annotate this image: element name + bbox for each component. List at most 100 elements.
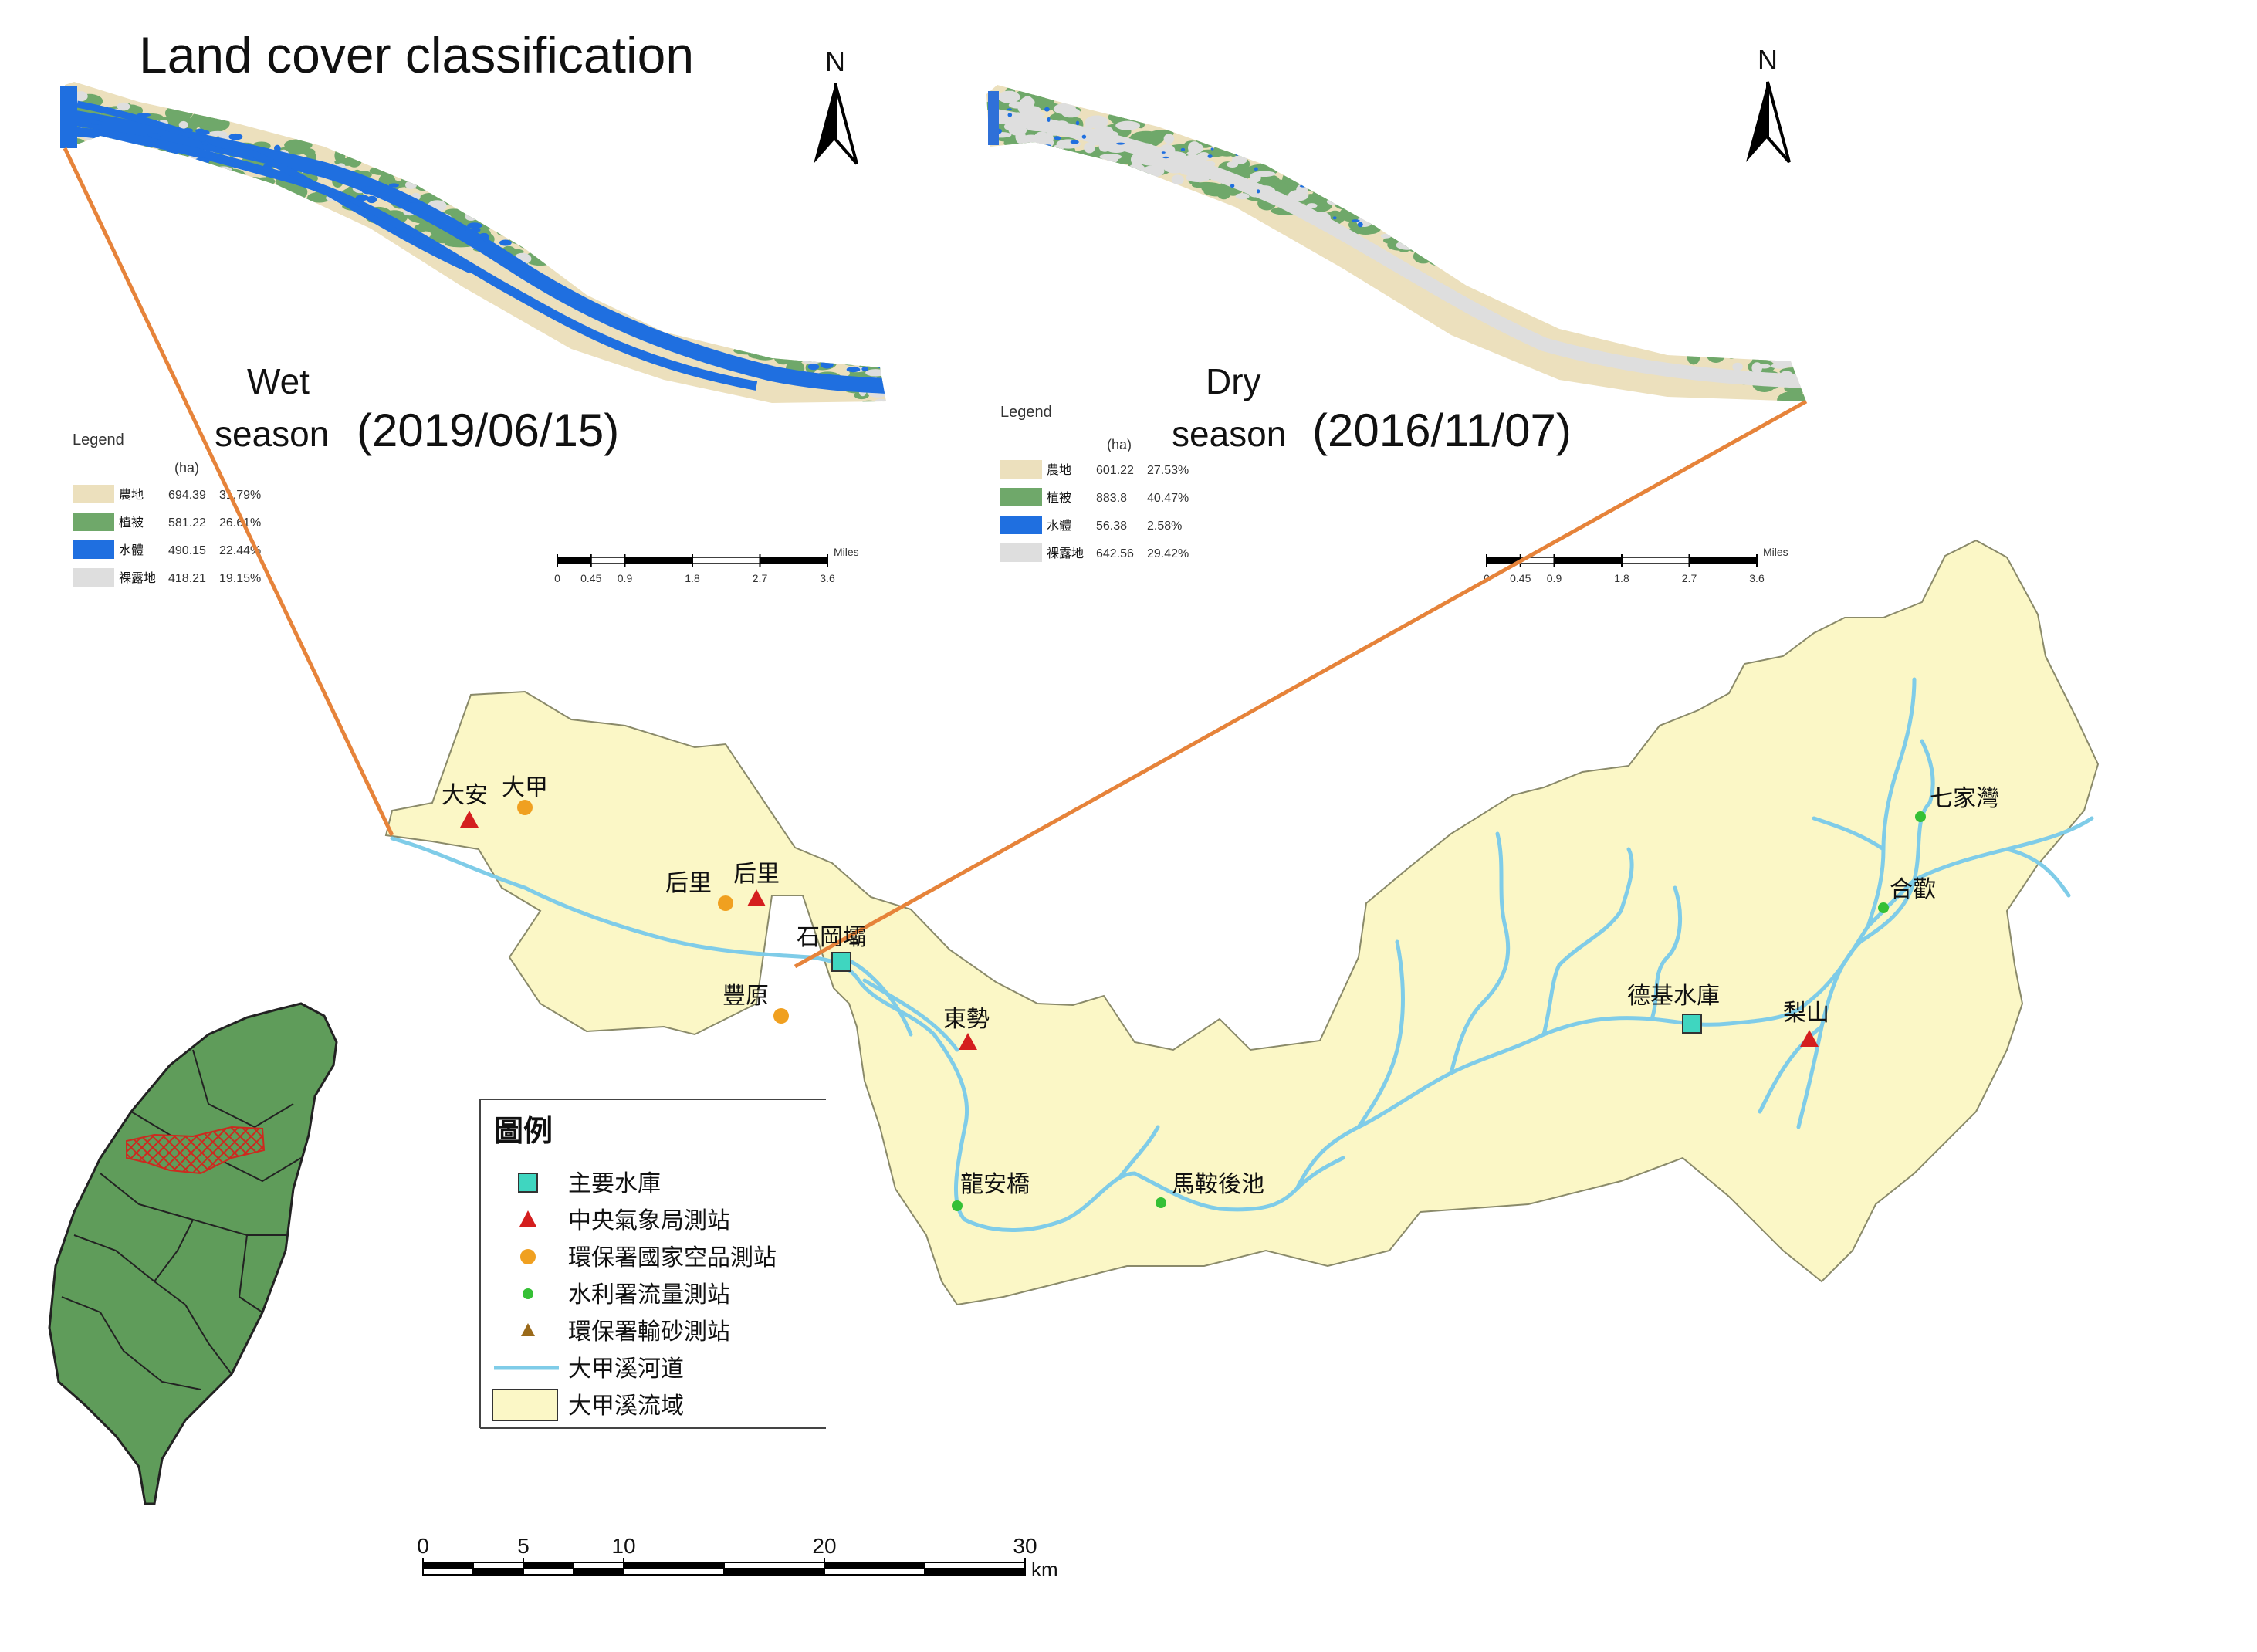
wet-vegetation-patch [796, 328, 829, 344]
dry-vegetation-patch [1242, 147, 1255, 154]
wet-bare-patch [854, 355, 870, 362]
dry-vegetation-patch [1348, 185, 1379, 200]
dry-bare-patch [1306, 203, 1318, 208]
dry-vegetation-patch [1311, 187, 1342, 204]
wet-vegetation-patch [246, 177, 265, 188]
wet-water-patch [534, 243, 541, 249]
dry-vegetation-patch [1433, 207, 1447, 222]
dry-vegetation-patch [1393, 201, 1422, 209]
dajia-basin-area [384, 539, 2100, 1306]
dry-vegetation-patch [1654, 303, 1683, 317]
epa-station-dajia [517, 800, 533, 815]
dry-vegetation-patch [1031, 146, 1041, 154]
dry-vegetation-patch [1522, 239, 1550, 250]
wet-water-patch [228, 133, 243, 140]
wet-bare-patch [723, 304, 734, 317]
wet-vegetation-patch [584, 263, 598, 279]
wet-water-patch [113, 130, 120, 137]
wet-water-patch [741, 308, 757, 317]
dry-bare-patch [1249, 172, 1261, 183]
wet-vegetation-patch [715, 316, 727, 331]
dry-vegetation-patch [1487, 278, 1518, 289]
wet-vegetation-patch [709, 289, 723, 295]
dry-vegetation-patch [1630, 308, 1661, 325]
wet-bare-patch [117, 102, 130, 111]
dry-legend-value: 601.22 [1096, 464, 1134, 477]
wet-vegetation-patch [528, 220, 555, 238]
dry-legend-label: 裸露地 [1047, 546, 1084, 560]
wet-vegetation-patch [788, 340, 807, 347]
dry-vegetation-patch [1370, 221, 1396, 230]
miles-tick-label: 0 [554, 572, 560, 584]
dry-water-patch [1332, 216, 1337, 220]
dry-water-patch [1180, 147, 1186, 151]
dry-water-patch [1691, 321, 1700, 326]
dry-legend-value: 642.56 [1096, 547, 1134, 560]
wet-legend-value: 581.22 [168, 516, 206, 530]
wet-water-patch [682, 291, 694, 297]
wet-vegetation-patch [609, 283, 642, 293]
km-tick-label: 5 [517, 1534, 530, 1558]
wet-vegetation-patch [744, 323, 755, 337]
dry-water-patch [1429, 215, 1434, 218]
dry-vegetation-patch [1237, 148, 1264, 157]
wet-water-patch [509, 214, 518, 221]
wet-water-patch [408, 198, 418, 203]
wet-vegetation-patch [570, 239, 599, 254]
wet-water-patch [201, 140, 210, 146]
legend-item-label: 大甲溪河道 [568, 1356, 684, 1383]
dry-vegetation-patch [1568, 279, 1579, 295]
dry-vegetation-patch [1634, 319, 1656, 330]
dry-season-word1: Dry [1206, 361, 1261, 401]
wet-water-patch [355, 195, 369, 201]
dry-water-patch [1650, 320, 1656, 323]
dry-vegetation-patch [1414, 215, 1443, 232]
wet-vegetation-patch [495, 218, 508, 236]
dry-water-patch [1081, 134, 1087, 139]
km-tick-label: 0 [417, 1534, 429, 1558]
wet-vegetation-patch [589, 254, 618, 269]
wet-vegetation-patch [706, 281, 728, 291]
dry-vegetation-patch [1558, 276, 1572, 284]
dry-vegetation-patch [1471, 248, 1498, 259]
dry-bare-patch [1648, 303, 1664, 310]
dry-bare-patch [1485, 268, 1507, 278]
dry-vegetation-patch [1647, 304, 1672, 320]
miles-tick-label: 1.8 [1614, 572, 1629, 584]
dry-vegetation-patch [1396, 196, 1408, 206]
dry-bare-patch [1706, 325, 1716, 337]
dry-bare-patch [1569, 273, 1592, 285]
dry-legend-swatch [1000, 543, 1042, 562]
dry-vegetation-patch [1734, 326, 1760, 336]
dry-vegetation-patch [1433, 207, 1467, 216]
epa-station-fengyuan [773, 1008, 789, 1024]
dry-vegetation-patch [1399, 208, 1419, 220]
wet-water-patch [590, 245, 599, 253]
dry-vegetation-patch [1706, 345, 1726, 363]
flow-station-qijiawan [1915, 811, 1926, 822]
wet-legend-value: 490.15 [168, 544, 206, 557]
wet-vegetation-patch [655, 285, 689, 302]
dry-vegetation-patch [1484, 250, 1513, 263]
label-houli-cwb: 后里 [733, 861, 780, 888]
wet-water-patch [881, 371, 886, 377]
wet-season-word2: season [215, 414, 329, 454]
wet-legend-label: 水體 [119, 543, 144, 557]
dry-bare-patch [1704, 334, 1715, 340]
label-daan: 大安 [442, 782, 488, 809]
dry-water-patch [1283, 168, 1291, 173]
dry-bare-patch [1704, 347, 1729, 357]
dry-bare-patch [1688, 334, 1704, 348]
dry-bare-patch [1339, 181, 1359, 192]
wet-vegetation-patch [859, 360, 871, 368]
wet-vegetation-patch [549, 240, 577, 255]
dry-bare-patch [1428, 232, 1440, 240]
wet-water-patch [739, 330, 747, 337]
dry-vegetation-patch [1440, 261, 1472, 271]
dry-bare-patch [1550, 290, 1567, 296]
legend-item-label: 主要水庫 [568, 1170, 661, 1197]
wet-vegetation-patch [606, 258, 636, 269]
dry-vegetation-patch [1325, 182, 1345, 193]
